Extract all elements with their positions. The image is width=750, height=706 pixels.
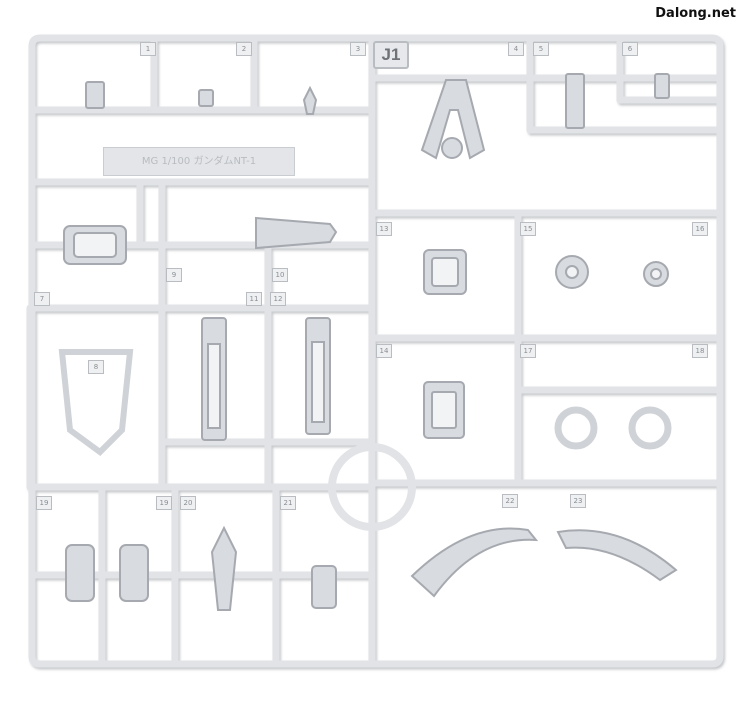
- part-tag: 7: [34, 292, 50, 306]
- ring-gate: [328, 443, 416, 531]
- part-4: [420, 79, 486, 160]
- sprue-plate: MG 1/100 ガンダムNT-1: [103, 147, 295, 176]
- part-3: [302, 85, 318, 115]
- part-tag: 12: [270, 292, 286, 306]
- part-tag: 14: [376, 344, 392, 358]
- part-22: [410, 527, 539, 598]
- part-11-slot: [207, 343, 221, 429]
- part-6: [654, 73, 670, 99]
- part-19b: [119, 544, 149, 602]
- part-20: [210, 525, 238, 611]
- watermark: Dalong.net: [655, 6, 736, 21]
- part-23: [556, 529, 678, 582]
- part-4-ring: [441, 137, 463, 159]
- part-tag: 15: [520, 222, 536, 236]
- part-2: [198, 89, 214, 107]
- part-tag: 13: [376, 222, 392, 236]
- part-tag: 8: [88, 360, 104, 374]
- part-tag: 17: [520, 344, 536, 358]
- part-tag: 3: [350, 42, 366, 56]
- part-tag: 23: [570, 494, 586, 508]
- part-tag: 19: [36, 496, 52, 510]
- model-parts: [58, 73, 678, 611]
- part-tag: 6: [622, 42, 638, 56]
- part-7-window: [73, 232, 117, 258]
- part-17: [554, 406, 598, 450]
- part-tag: 22: [502, 494, 518, 508]
- part-tag: 1: [140, 42, 156, 56]
- part-tag: 2: [236, 42, 252, 56]
- part-1: [85, 81, 105, 109]
- part-tag: 10: [272, 268, 288, 282]
- part-tag: 19: [156, 496, 172, 510]
- part-tag: 21: [280, 496, 296, 510]
- part-10: [255, 216, 338, 250]
- part-18: [628, 406, 672, 450]
- part-tag: 16: [692, 222, 708, 236]
- sprue-label: J1: [373, 41, 409, 69]
- part-tag: 18: [692, 344, 708, 358]
- part-5: [565, 73, 585, 129]
- part-8: [58, 349, 134, 456]
- part-tag: 20: [180, 496, 196, 510]
- part-tag: 9: [166, 268, 182, 282]
- part-tag: 4: [508, 42, 524, 56]
- part-21: [311, 565, 337, 609]
- part-19a: [65, 544, 95, 602]
- part-12-slot: [311, 341, 325, 423]
- part-13-window: [431, 257, 459, 287]
- part-tag: 5: [533, 42, 549, 56]
- part-tag: 11: [246, 292, 262, 306]
- part-14-window: [431, 391, 457, 429]
- part-15-hole: [565, 265, 579, 279]
- part-16-hole: [650, 268, 662, 280]
